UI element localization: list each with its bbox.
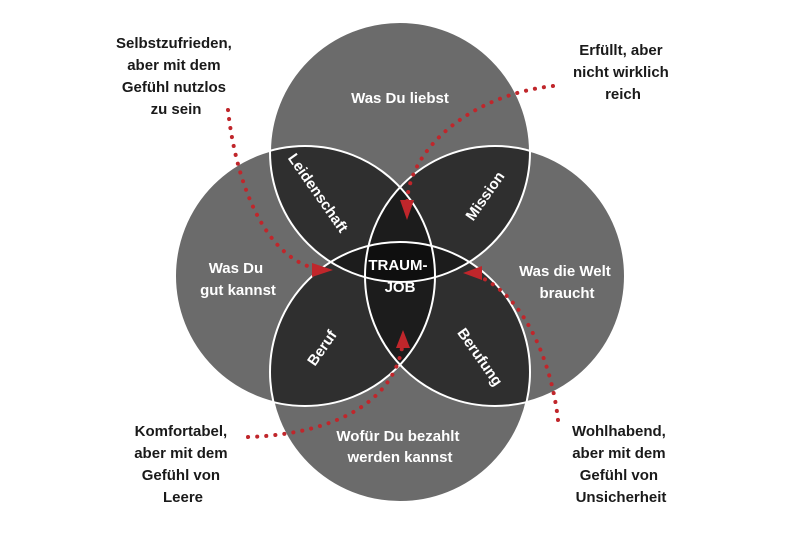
label-center: TRAUM- JOB — [368, 257, 431, 296]
callout-arrows — [312, 200, 482, 348]
arrow-bottom-right — [463, 266, 482, 280]
arrow-top-left — [312, 263, 333, 277]
callout-top-left: Selbstzufrieden, aber mit dem Gefühl nut… — [116, 35, 236, 118]
label-top: Was Du liebst — [351, 90, 449, 107]
dotline-top-right — [405, 84, 555, 207]
outline-right — [364, 145, 626, 407]
label-right: Was die Welt braucht — [519, 263, 615, 302]
callout-bottom-right: Wohlhabend, aber mit dem Gefühl von Unsi… — [572, 423, 670, 506]
outline-bottom — [269, 241, 531, 503]
label-left: Was Du gut kannst — [200, 260, 276, 299]
outline-top — [269, 21, 531, 283]
dotline-bottom-right — [468, 271, 560, 422]
callout-top-right: Erfüllt, aber nicht wirklich reich — [573, 42, 673, 103]
callout-lines — [226, 84, 560, 439]
circle-outlines — [174, 21, 626, 503]
arrow-bottom-left — [396, 330, 410, 348]
callout-bottom-left: Komfortabel, aber mit dem Gefühl von Lee… — [134, 423, 232, 506]
outline-left — [174, 145, 436, 407]
arrow-top-right — [400, 200, 414, 220]
label-bottom: Wofür Du bezahlt werden kannst — [336, 428, 463, 466]
